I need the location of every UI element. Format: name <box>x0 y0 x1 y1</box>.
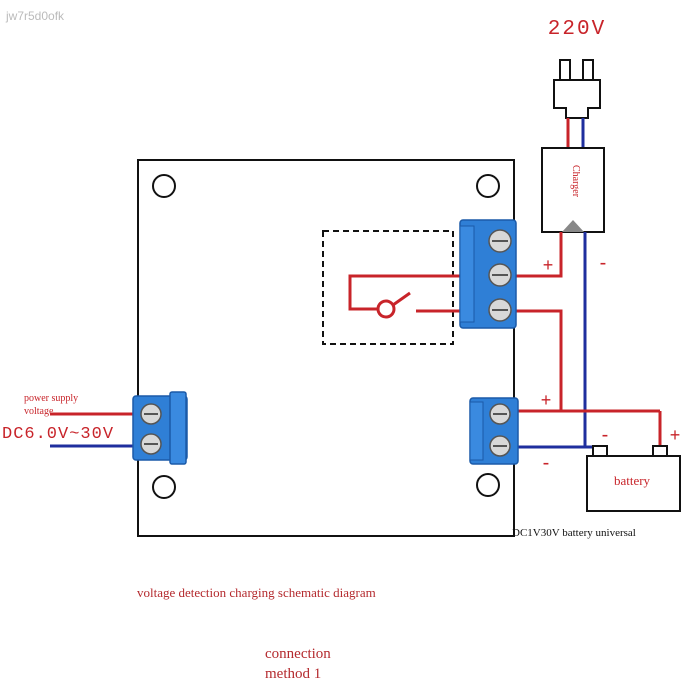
mounting-hole-top-right <box>476 174 500 198</box>
diagram-caption: voltage detection charging schematic dia… <box>137 585 376 600</box>
input-terminal-block <box>132 391 188 465</box>
mounting-hole-top-left <box>152 174 176 198</box>
charger-minus-sign: - <box>600 252 607 274</box>
charger-box <box>541 147 605 233</box>
mounting-hole-bottom-right <box>476 473 500 497</box>
battery-minus-sign: - <box>602 424 609 446</box>
watermark: jw7r5d0ofk <box>5 9 65 23</box>
relay-box <box>322 230 454 345</box>
power-supply-label-2: voltage <box>24 406 54 417</box>
output-terminal-minus: - <box>543 452 550 474</box>
module-board <box>137 159 515 537</box>
battery-body <box>586 455 681 512</box>
charger-label: Charger <box>570 165 581 198</box>
mains-voltage-label: 220V <box>548 18 606 41</box>
relay-terminal-block <box>459 219 517 329</box>
method-label-line1: connection <box>265 646 331 662</box>
battery-range-note: DC1V30V battery universal <box>512 527 636 539</box>
battery-plus-sign: + <box>670 425 681 445</box>
power-supply-range: DC6.0V~30V <box>2 425 114 444</box>
mounting-hole-bottom-left <box>152 475 176 499</box>
output-terminal-block <box>469 397 519 465</box>
battery-label: battery <box>614 473 651 488</box>
charger-plus-sign: + <box>543 255 554 275</box>
power-supply-label-1: power supply <box>24 393 78 404</box>
mains-plug-icon <box>553 59 601 119</box>
method-label-line2: method 1 <box>265 666 321 682</box>
output-terminal-plus: + <box>541 390 552 410</box>
relay-switch-symbol <box>348 274 466 319</box>
